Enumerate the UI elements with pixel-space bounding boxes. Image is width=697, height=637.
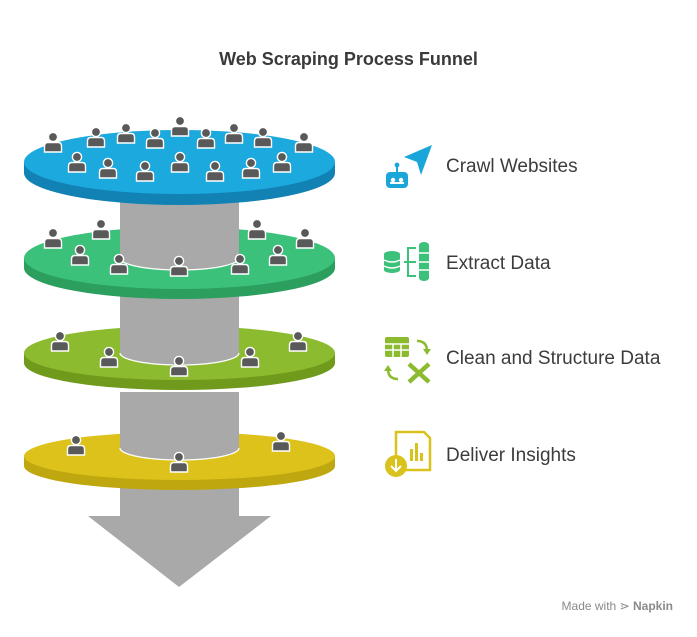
- robot-cursor-icon: [386, 145, 432, 188]
- napkin-brand: Napkin: [632, 599, 673, 613]
- layer-clean-structure: [24, 295, 335, 390]
- grid-clean-icon: [384, 337, 431, 384]
- report-download-icon: [385, 430, 432, 477]
- stage-label-clean: Clean and Structure Data: [446, 348, 661, 369]
- stage-label-crawl: Crawl Websites: [446, 156, 578, 177]
- napkin-credit[interactable]: Made with ⋗ Napkin: [562, 599, 673, 613]
- diagram-title: Web Scraping Process Funnel: [219, 49, 478, 69]
- layer-extract-data: [24, 196, 335, 299]
- napkin-logo-icon: ⋗: [619, 599, 630, 613]
- stage-label-deliver: Deliver Insights: [446, 445, 576, 466]
- funnel-arrow: [88, 488, 271, 587]
- stage-label-extract: Extract Data: [446, 253, 551, 274]
- layer-crawl-websites: [24, 115, 335, 205]
- layer-deliver-insights: [24, 392, 335, 490]
- database-extract-icon: [383, 242, 429, 281]
- made-with-text: Made with: [561, 599, 617, 613]
